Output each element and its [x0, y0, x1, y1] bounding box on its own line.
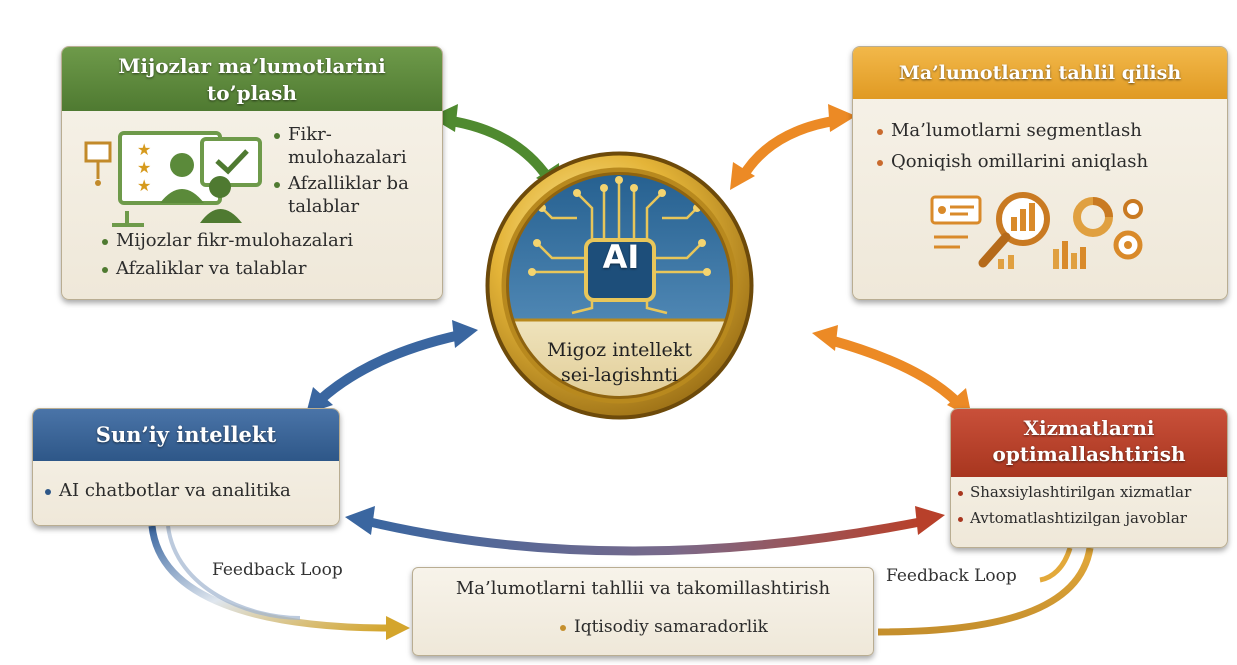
customer-feedback-icon: ★ ★ ★	[84, 131, 262, 227]
feedback-loop-left-label: Feedback Loop	[212, 560, 343, 580]
list-item: Qoniqish omillarini aniqlash	[875, 150, 1148, 173]
list-item: Iqtisodiy samaradorlik	[558, 616, 768, 638]
caption-line2: sei-lagishnti	[560, 364, 679, 386]
list-item: Ma’lumotlarni segmentlash	[875, 119, 1148, 142]
improve-card: Ma’lumotlarni tahllii va takomillashtiri…	[412, 567, 874, 656]
feedback-loop-left-arrow	[148, 525, 410, 640]
svg-text:★: ★	[137, 140, 151, 159]
optimize-title-line1: Xizmatlarni	[1023, 416, 1155, 440]
list-item: Afzaliklar va talablar	[100, 257, 353, 280]
ai-badge: AI	[602, 238, 640, 276]
svg-text:★: ★	[137, 176, 151, 195]
optimize-title-line2: optimallashtirish	[992, 442, 1186, 466]
arrow-center-optimize	[812, 325, 972, 418]
improve-list: Iqtisodiy samaradorlik	[558, 616, 768, 638]
collect-title-line2: to’plash	[207, 81, 297, 105]
list-item: AI chatbotlar va analitika	[43, 479, 291, 502]
svg-text:★: ★	[137, 158, 151, 177]
analyze-data-title: Ma’lumotlarni tahlil qilish	[853, 47, 1227, 99]
optimize-list: Shaxsiylashtirilgan xizmatlar Avtomatlas…	[957, 483, 1191, 534]
ai-card: Sun’iy intellekt AI chatbotlar va analit…	[32, 408, 340, 526]
collect-title-line1: Mijozlar ma’lumotlarini	[118, 54, 386, 78]
medallion-caption: Migoz intellekt sei-lagishnti	[522, 338, 717, 388]
arrow-analyze-center	[730, 104, 856, 190]
arrow-center-ai	[306, 320, 478, 414]
list-item: Mijozlar fikr-mulohazalari	[100, 229, 353, 252]
list-item: Shaxsiylashtirilgan xizmatlar	[957, 483, 1191, 503]
collect-side-list: Fikr-mulohazalari Afzalliklar ba talabla…	[272, 123, 437, 221]
analyze-list: Ma’lumotlarni segmentlash Qoniqish omill…	[875, 119, 1148, 182]
analytics-magnifier-icon	[930, 192, 1143, 269]
collect-list: Mijozlar fikr-mulohazalari Afzaliklar va…	[100, 229, 353, 286]
list-item: Fikr-mulohazalari	[272, 123, 437, 170]
caption-line1: Migoz intellekt	[547, 339, 692, 361]
optimize-card: Xizmatlarni optimallashtirish Shaxsiylas…	[950, 408, 1228, 548]
ai-medallion: AI Migoz intellekt sei-lagishnti	[482, 148, 757, 423]
list-item: Afzalliklar ba talablar	[272, 172, 437, 219]
medallion-graphic	[485, 151, 754, 420]
arrow-ai-optimize	[345, 506, 945, 556]
list-item: Avtomatlashtizilgan javoblar	[957, 509, 1191, 529]
optimize-title: Xizmatlarni optimallashtirish	[951, 409, 1227, 477]
analyze-data-card: Ma’lumotlarni tahlil qilish Ma’lumotlarn…	[852, 46, 1228, 300]
feedback-loop-right-label: Feedback Loop	[886, 566, 1017, 586]
improve-title: Ma’lumotlarni tahllii va takomillashtiri…	[455, 578, 831, 599]
ai-title: Sun’iy intellekt	[33, 409, 339, 461]
ai-list: AI chatbotlar va analitika	[43, 479, 291, 502]
collect-data-title: Mijozlar ma’lumotlarini to’plash	[62, 47, 442, 111]
collect-data-card: Mijozlar ma’lumotlarini to’plash ★ ★ ★ F…	[61, 46, 443, 300]
feedback-loop-right-arrow	[877, 547, 1094, 636]
